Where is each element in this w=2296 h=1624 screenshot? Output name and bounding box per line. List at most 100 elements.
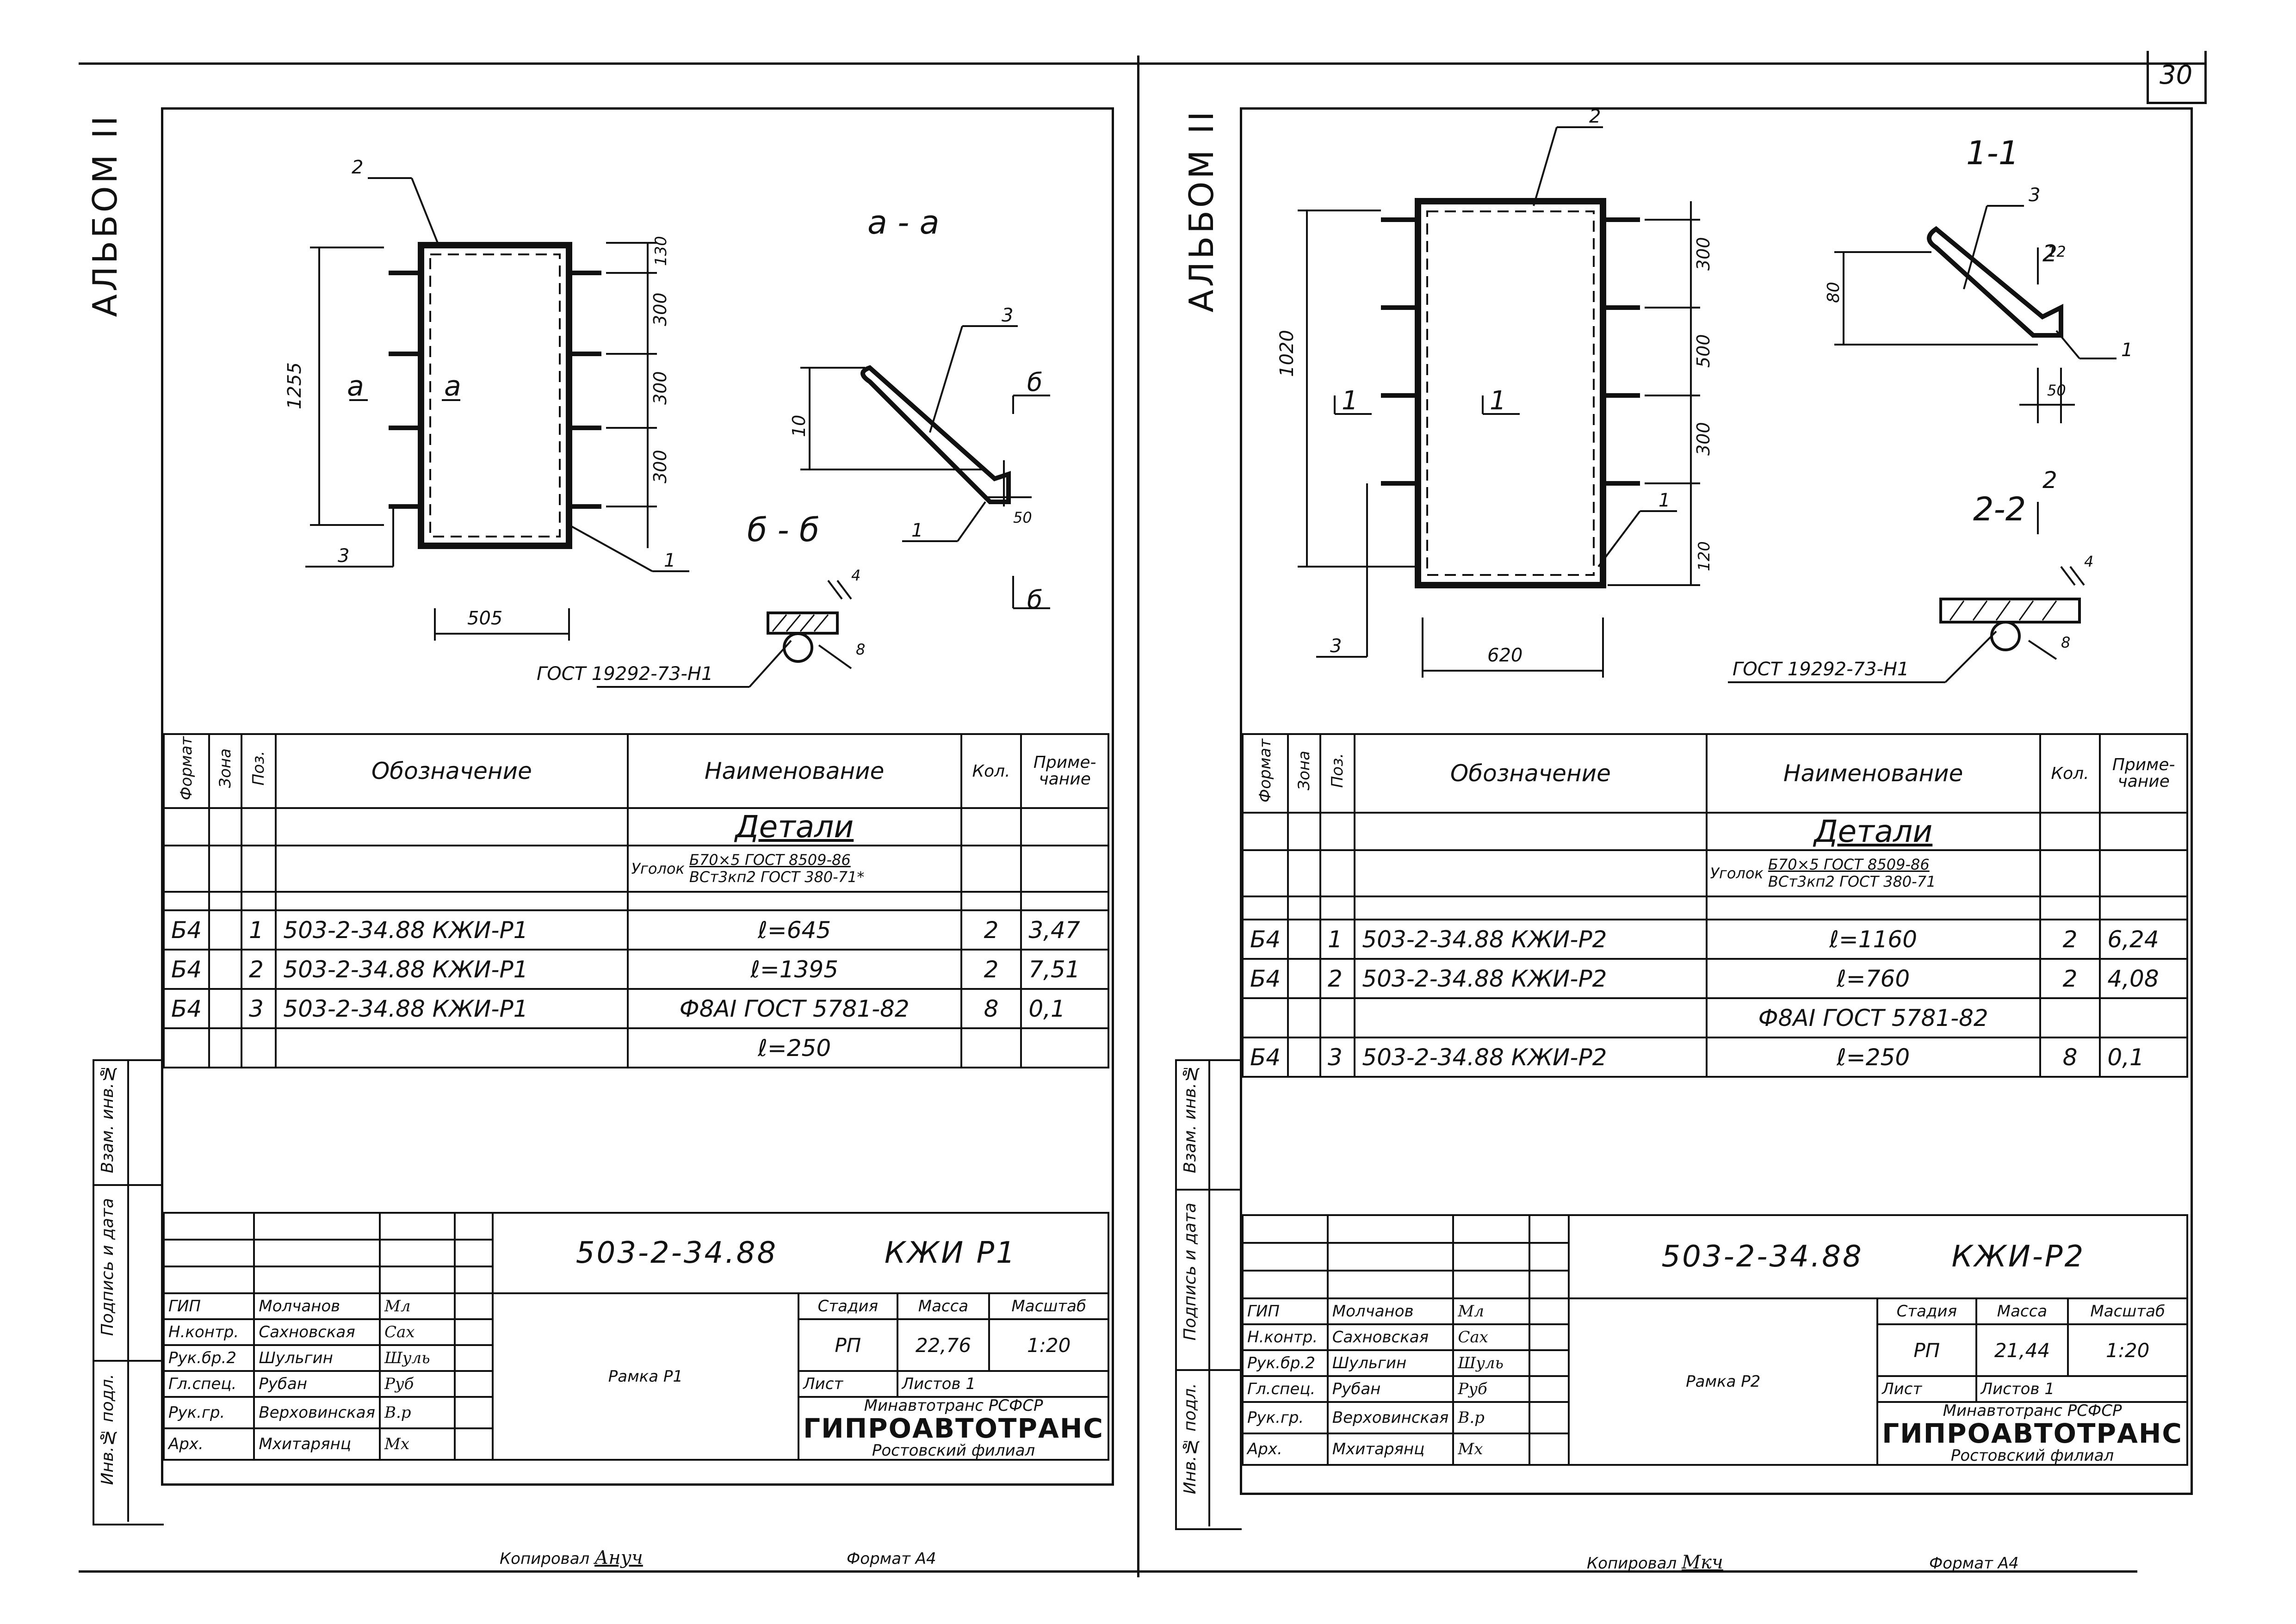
table-cell: РП: [1876, 1323, 1977, 1377]
table-cell: [1287, 997, 1321, 1038]
table-cell: Шульгин: [253, 1344, 381, 1372]
table-cell: [1241, 895, 1289, 920]
spec-table: Формат Зона Поз. Обозначение Наименовани…: [162, 733, 1109, 1068]
table-cell: [1319, 812, 1356, 851]
table-cell: Рук.гр.: [1242, 1401, 1329, 1435]
table-cell: Ф8АI ГОСТ 5781-82: [1705, 997, 2041, 1038]
table-cell: [1354, 812, 1708, 851]
table-row: [162, 1239, 1108, 1267]
table-cell: ℓ=250: [1705, 1037, 2041, 1078]
table-cell: [960, 807, 1022, 846]
table-cell: [1319, 895, 1356, 920]
table-cell: [162, 1239, 255, 1267]
table-cell: [454, 1396, 494, 1430]
table-cell: [626, 891, 962, 911]
table-cell: Шуль: [1452, 1349, 1531, 1377]
table-cell: Мхитарянц: [1326, 1433, 1454, 1466]
table-cell: Мл: [1452, 1297, 1531, 1325]
cut-marker-a2: а: [444, 370, 461, 402]
table-cell: Поз.: [240, 733, 277, 809]
doc-title: Рамка Р1: [491, 1292, 800, 1461]
table-cell: [1287, 849, 1321, 897]
doc-code: 503-2-34.88: [576, 1236, 778, 1270]
section-aa-title: а - а: [867, 204, 940, 241]
table-cell: [1529, 1270, 1570, 1299]
table-cell: Мхитарянц: [253, 1427, 381, 1461]
table-cell: [1529, 1214, 1570, 1244]
side-stamp-sign: Подпись и дата: [1181, 1203, 1200, 1341]
cut-marker-1: 1: [1342, 386, 1358, 416]
table-cell: Б4: [162, 988, 210, 1029]
table-row: Ф8АI ГОСТ 5781-82: [1241, 997, 2188, 1038]
spec-table: Формат Зона Поз. Обозначение Наименовани…: [1241, 733, 2188, 1078]
table-cell: Уголок Б70×5 ГОСТ 8509-86 ВСт3кп2 ГОСТ 3…: [626, 845, 962, 893]
copied-by: Копировал Мкч: [1587, 1552, 1723, 1573]
table-row: ℓ=250: [162, 1027, 1109, 1068]
table-cell: Верховинская: [253, 1396, 381, 1430]
dim-8: 8: [856, 641, 865, 658]
table-cell: [1319, 849, 1356, 897]
table-cell: [275, 1027, 629, 1068]
table-cell: В.р: [1452, 1401, 1531, 1435]
pos-label: 1: [2121, 340, 2133, 361]
table-cell: Масса: [896, 1292, 990, 1320]
cut-marker-2b: 2: [2042, 467, 2057, 494]
table-cell: ℓ=645: [626, 909, 962, 951]
dim-300c: 300: [650, 450, 670, 483]
pos-label: 1: [1659, 490, 1670, 511]
side-stamp-sep: [1175, 1369, 1240, 1371]
table-cell: [1326, 1242, 1454, 1272]
table-row: Формат Зона Поз. Обозначение Наименовани…: [1241, 733, 2188, 814]
table-cell: Гл.спец.: [1242, 1375, 1329, 1403]
dim-300b: 300: [650, 371, 670, 405]
table-cell: ℓ=1395: [626, 949, 962, 990]
table-cell: [1529, 1349, 1570, 1377]
table-cell: [454, 1212, 494, 1241]
table-cell: [454, 1427, 494, 1461]
table-cell: Лист: [1876, 1375, 1977, 1403]
table-cell: [208, 807, 242, 846]
table-cell: 2: [2039, 958, 2101, 999]
doc-mark: КЖИ-Р2: [1951, 1240, 2086, 1274]
pos-label: 2: [1589, 109, 1601, 127]
table-cell: [275, 891, 629, 911]
dim-1255: 1255: [284, 362, 305, 409]
spec-col-designation: Обозначение: [1354, 733, 1708, 814]
table-cell: [208, 949, 242, 990]
side-stamp-sign: Подпись и дата: [98, 1198, 117, 1336]
table-cell: Зона: [1287, 733, 1321, 814]
table-cell: 4,08: [2099, 958, 2188, 999]
table-cell: [378, 1212, 456, 1241]
table-cell: Сахновская: [253, 1318, 381, 1346]
table-cell: [2099, 997, 2188, 1038]
table-cell: [960, 891, 1022, 911]
section-bb-title: б - б: [747, 511, 819, 549]
dim-4: 4: [851, 567, 860, 584]
table-cell: [208, 891, 242, 911]
table-cell: Сах: [1452, 1323, 1531, 1351]
table-cell: В.р: [378, 1396, 456, 1430]
table-cell: [1319, 997, 1356, 1038]
dim-120: 120: [1695, 541, 1714, 571]
table-cell: Н.контр.: [162, 1318, 255, 1346]
table-cell: [1020, 807, 1109, 846]
table-cell: [253, 1239, 381, 1267]
table-cell: [454, 1370, 494, 1398]
side-stamp-replace: Взам. инв.№: [1181, 1064, 1200, 1173]
table-cell: 2: [1319, 958, 1356, 999]
table-cell: [1020, 1027, 1109, 1068]
copied-by: Копировал Ануч: [500, 1547, 643, 1568]
table-cell: Б4: [1241, 958, 1289, 999]
table-cell: Шульгин: [1326, 1349, 1454, 1377]
table-cell: [2039, 849, 2101, 897]
table-row: 503-2-34.88 КЖИ Р1: [162, 1212, 1110, 1294]
bottom-rule: [79, 1570, 2137, 1573]
table-cell: ℓ=1160: [1705, 919, 2041, 960]
table-cell: [1529, 1401, 1570, 1435]
